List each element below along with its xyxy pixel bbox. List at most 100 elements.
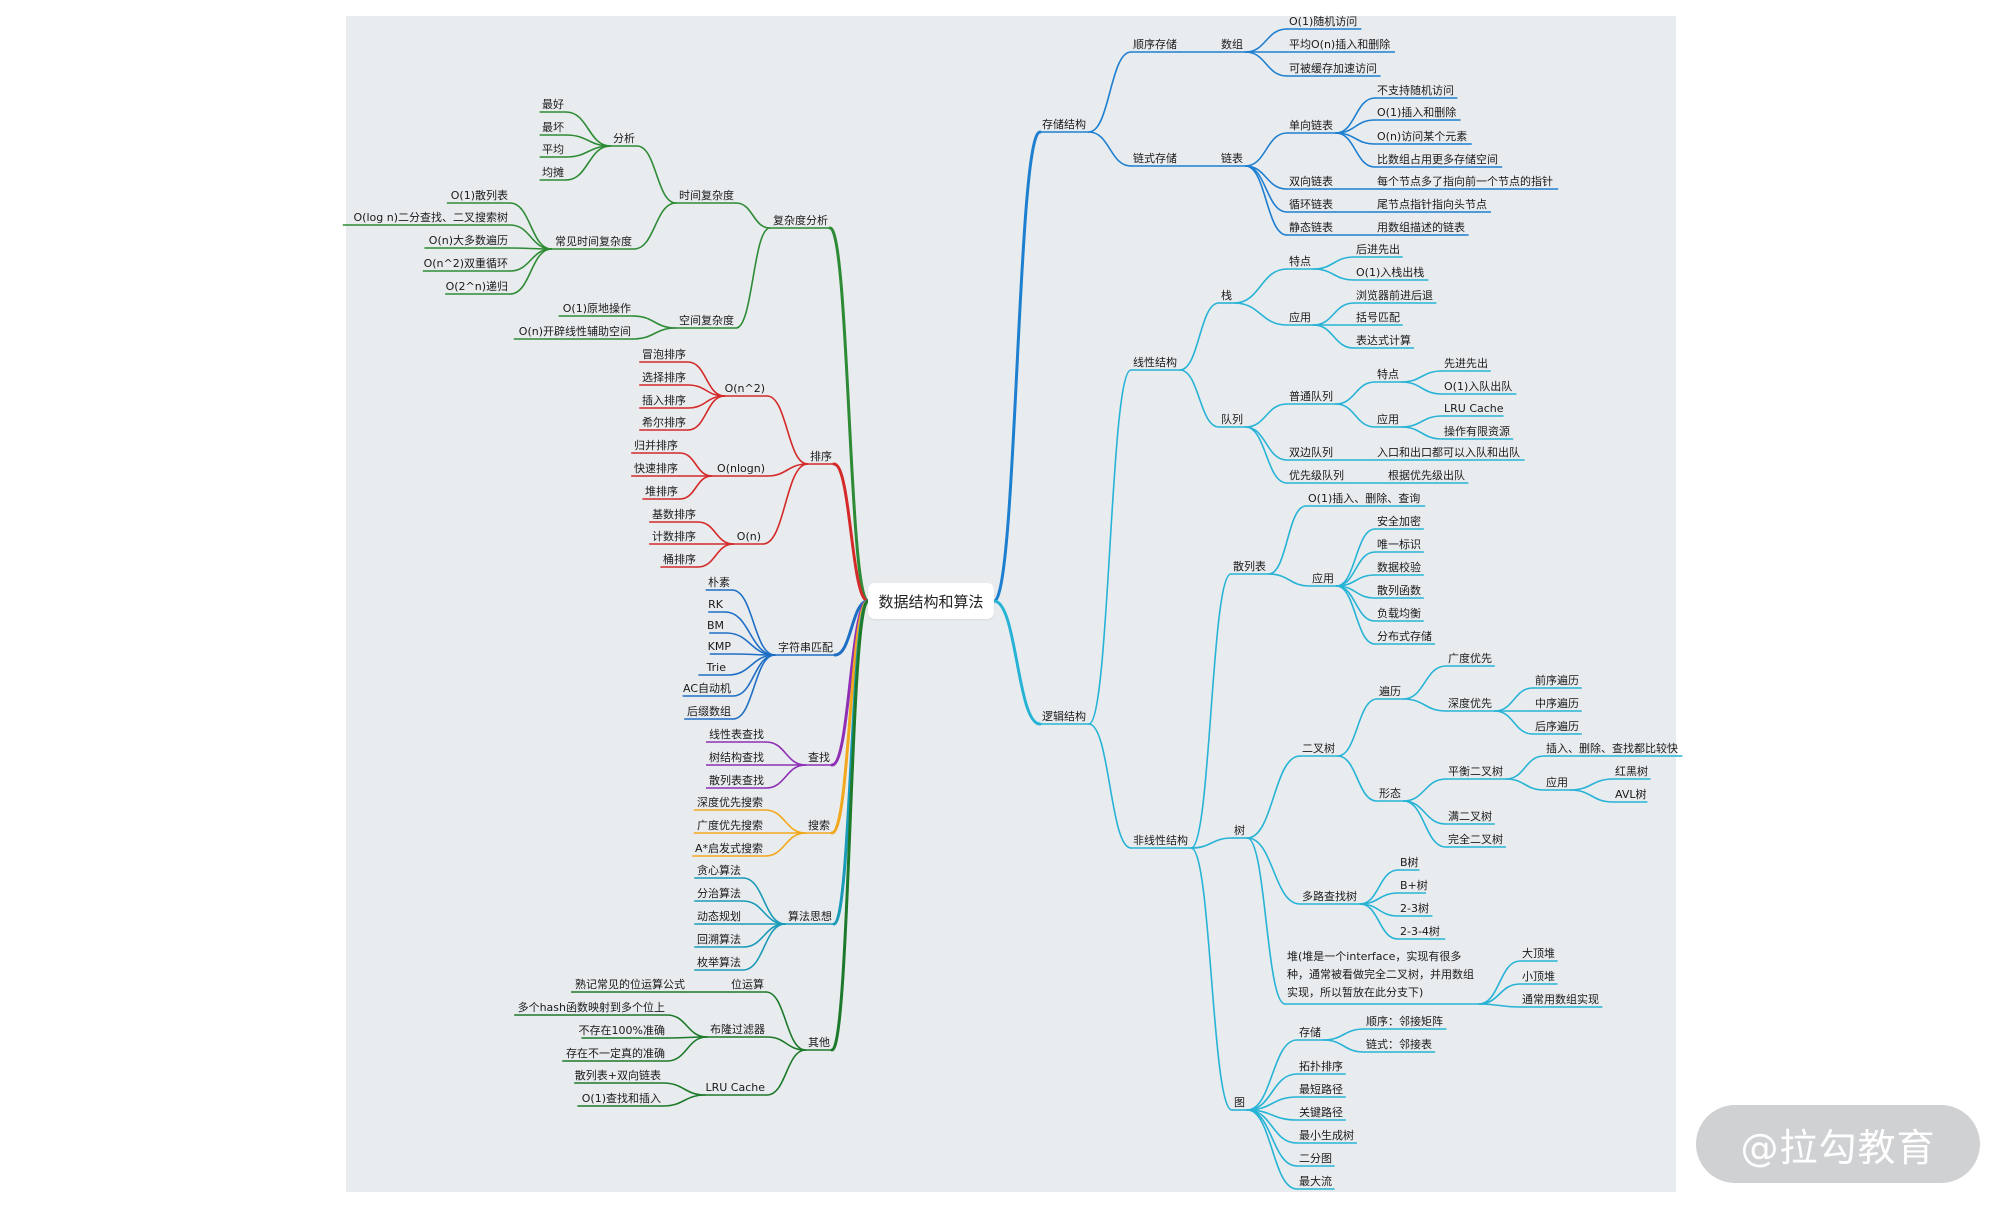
node-ln_st_f[interactable]: 特点 — [1289, 254, 1311, 268]
node-sm7[interactable]: 后缀数组 — [687, 704, 731, 718]
node-cx_t[interactable]: 时间复杂度 — [679, 188, 734, 202]
node-ln_st_a2[interactable]: 括号匹配 — [1356, 310, 1400, 324]
node-sm2[interactable]: RK — [708, 598, 724, 611]
node-ln_st_f2[interactable]: O(1)入栈出栈 — [1356, 265, 1424, 279]
node-ot[interactable]: 其他 — [808, 1036, 830, 1049]
node-ot_f1[interactable]: 多个hash函数映射到多个位上 — [518, 1000, 665, 1014]
node-nl_g_s1[interactable]: 顺序：邻接矩阵 — [1366, 1014, 1443, 1028]
node-sm4[interactable]: KMP — [708, 640, 732, 653]
node-sm6[interactable]: AC自动机 — [683, 681, 731, 695]
node-ln_st[interactable]: 栈 — [1221, 288, 1232, 302]
node-nl_t_h1[interactable]: 大顶堆 — [1522, 946, 1555, 960]
node-ot_f2[interactable]: 不存在100%准确 — [579, 1023, 665, 1037]
node-so_1b[interactable]: 选择排序 — [642, 370, 686, 384]
node-cx_t_a2[interactable]: 最坏 — [542, 121, 564, 134]
node-ln_q_n_f[interactable]: 特点 — [1377, 367, 1399, 381]
node-st_l[interactable]: 链式存储 — [1133, 151, 1177, 165]
node-nl_t_b_s1b1[interactable]: 红黑树 — [1615, 764, 1648, 778]
node-al3[interactable]: 动态规划 — [697, 909, 741, 923]
node-nl_t_m2[interactable]: B+树 — [1400, 878, 1428, 892]
node-cx_t_a4[interactable]: 均摊 — [542, 165, 564, 179]
node-st_l_s[interactable]: 单向链表 — [1289, 118, 1333, 132]
node-nl_t_b_t2c[interactable]: 后序遍历 — [1535, 719, 1579, 733]
node-st_s[interactable]: 顺序存储 — [1133, 37, 1177, 51]
node-fd2[interactable]: 树结构查找 — [709, 750, 764, 764]
node-nl_h_a6[interactable]: 分布式存储 — [1377, 629, 1432, 643]
node-st_l_s3[interactable]: O(n)访问某个元素 — [1377, 130, 1467, 143]
node-nl_t_b_s3[interactable]: 完全二叉树 — [1448, 832, 1503, 846]
node-nl[interactable]: 非线性结构 — [1133, 833, 1188, 847]
node-ln_st_f1[interactable]: 后进先出 — [1356, 242, 1400, 256]
node-nl_h1[interactable]: O(1)插入、删除、查询 — [1308, 491, 1420, 505]
node-ln_st_a3[interactable]: 表达式计算 — [1356, 333, 1411, 347]
node-st_l_c1[interactable]: 尾节点指针指向头节点 — [1377, 197, 1487, 211]
node-nl_t_b_t[interactable]: 遍历 — [1379, 685, 1401, 698]
node-cx_t_a3[interactable]: 平均 — [542, 143, 564, 156]
node-so_1[interactable]: O(n^2) — [725, 382, 765, 395]
node-cx_t_c2[interactable]: O(log n)二分查找、二叉搜索树 — [354, 210, 508, 224]
node-fd3[interactable]: 散列表查找 — [709, 773, 764, 787]
node-cx_s2[interactable]: O(n)开辟线性辅助空间 — [519, 324, 631, 338]
node-nl_t_h2[interactable]: 小顶堆 — [1522, 970, 1555, 983]
node-so_2a[interactable]: 归并排序 — [634, 438, 678, 452]
node-nl_h_a4[interactable]: 散列函数 — [1377, 583, 1421, 597]
node-cx_t_a1[interactable]: 最好 — [542, 97, 564, 111]
node-nl_t[interactable]: 树 — [1234, 823, 1245, 837]
node-cx_t_c4[interactable]: O(n^2)双重循环 — [424, 256, 508, 270]
node-so_3[interactable]: O(n) — [737, 530, 761, 543]
node-nl_g6[interactable]: 最大流 — [1299, 1174, 1332, 1188]
node-nl_h[interactable]: 散列表 — [1233, 559, 1266, 573]
node-ot_b[interactable]: 位运算 — [731, 977, 764, 991]
node-nl_t_b_t2b[interactable]: 中序遍历 — [1535, 696, 1579, 710]
node-ln_q_n_a[interactable]: 应用 — [1377, 412, 1399, 426]
node-nl_t_b_s1b[interactable]: 应用 — [1546, 775, 1568, 789]
node-nl_g5[interactable]: 二分图 — [1299, 1152, 1332, 1165]
node-st_l_l[interactable]: 链表 — [1221, 151, 1243, 165]
node-st_l_s1[interactable]: 不支持随机访问 — [1377, 83, 1454, 97]
node-ln_st_a1[interactable]: 浏览器前进后退 — [1356, 288, 1433, 302]
node-st[interactable]: 存储结构 — [1042, 117, 1086, 131]
node-so_2[interactable]: O(nlogn) — [717, 462, 765, 475]
node-nl_g_s2[interactable]: 链式：邻接表 — [1366, 1037, 1432, 1051]
node-nl_g1[interactable]: 拓扑排序 — [1299, 1059, 1343, 1073]
node-sm1[interactable]: 朴素 — [708, 575, 730, 589]
root-node[interactable]: 数据结构和算法 — [868, 583, 994, 619]
node-ln_q_n_f1[interactable]: 先进先出 — [1444, 356, 1488, 370]
node-nl_h_a3[interactable]: 数据校验 — [1377, 560, 1421, 574]
node-sm[interactable]: 字符串匹配 — [778, 640, 833, 654]
node-st_l_d[interactable]: 双向链表 — [1289, 174, 1333, 188]
node-ot_l[interactable]: LRU Cache — [705, 1081, 765, 1094]
node-st_l_s4[interactable]: 比数组占用更多存储空间 — [1377, 152, 1498, 166]
node-ln_q_n_f2[interactable]: O(1)入队出队 — [1444, 379, 1512, 393]
node-ln_q_p[interactable]: 优先级队列 — [1289, 468, 1344, 482]
node-ot_l1[interactable]: 散列表+双向链表 — [575, 1068, 661, 1082]
node-so_3a[interactable]: 基数排序 — [652, 507, 696, 521]
node-st_s_a3[interactable]: 可被缓存加速访问 — [1289, 61, 1377, 75]
node-nl_t_b_s2[interactable]: 满二叉树 — [1448, 809, 1492, 823]
node-nl_t_b_t2a[interactable]: 前序遍历 — [1535, 673, 1579, 687]
node-ln_st_a[interactable]: 应用 — [1289, 310, 1311, 324]
node-se1[interactable]: 深度优先搜索 — [697, 795, 763, 809]
node-nl_h_a[interactable]: 应用 — [1312, 571, 1334, 585]
node-st_s_a1[interactable]: O(1)随机访问 — [1289, 14, 1357, 28]
node-nl_t_h3[interactable]: 通常用数组实现 — [1522, 992, 1599, 1006]
node-nl_t_b_s1a[interactable]: 插入、删除、查找都比较快 — [1546, 741, 1678, 755]
node-cx_t_c3[interactable]: O(n)大多数遍历 — [429, 233, 508, 247]
node-nl_g2[interactable]: 最短路径 — [1299, 1082, 1343, 1096]
node-nl_t_b_s1b2[interactable]: AVL树 — [1615, 787, 1646, 801]
node-al5[interactable]: 枚举算法 — [697, 955, 741, 969]
node-al1[interactable]: 贪心算法 — [697, 863, 741, 877]
node-ot_l2[interactable]: O(1)查找和插入 — [582, 1091, 661, 1105]
node-cx_s[interactable]: 空间复杂度 — [679, 313, 734, 327]
node-cx_t_a[interactable]: 分析 — [613, 131, 635, 145]
node-ln[interactable]: 线性结构 — [1133, 355, 1177, 369]
node-cx_t_c[interactable]: 常见时间复杂度 — [555, 234, 632, 248]
node-ln_q_d1[interactable]: 入口和出口都可以入队和出队 — [1377, 445, 1520, 459]
node-so_2b[interactable]: 快速排序 — [634, 461, 678, 475]
node-ln_q_d[interactable]: 双边队列 — [1289, 445, 1333, 459]
node-ln_q_n_a2[interactable]: 操作有限资源 — [1444, 424, 1510, 438]
node-nl_g[interactable]: 图 — [1234, 1096, 1245, 1109]
node-fd[interactable]: 查找 — [808, 750, 830, 764]
node-so_3b[interactable]: 计数排序 — [652, 529, 696, 543]
node-lg[interactable]: 逻辑结构 — [1042, 709, 1086, 723]
